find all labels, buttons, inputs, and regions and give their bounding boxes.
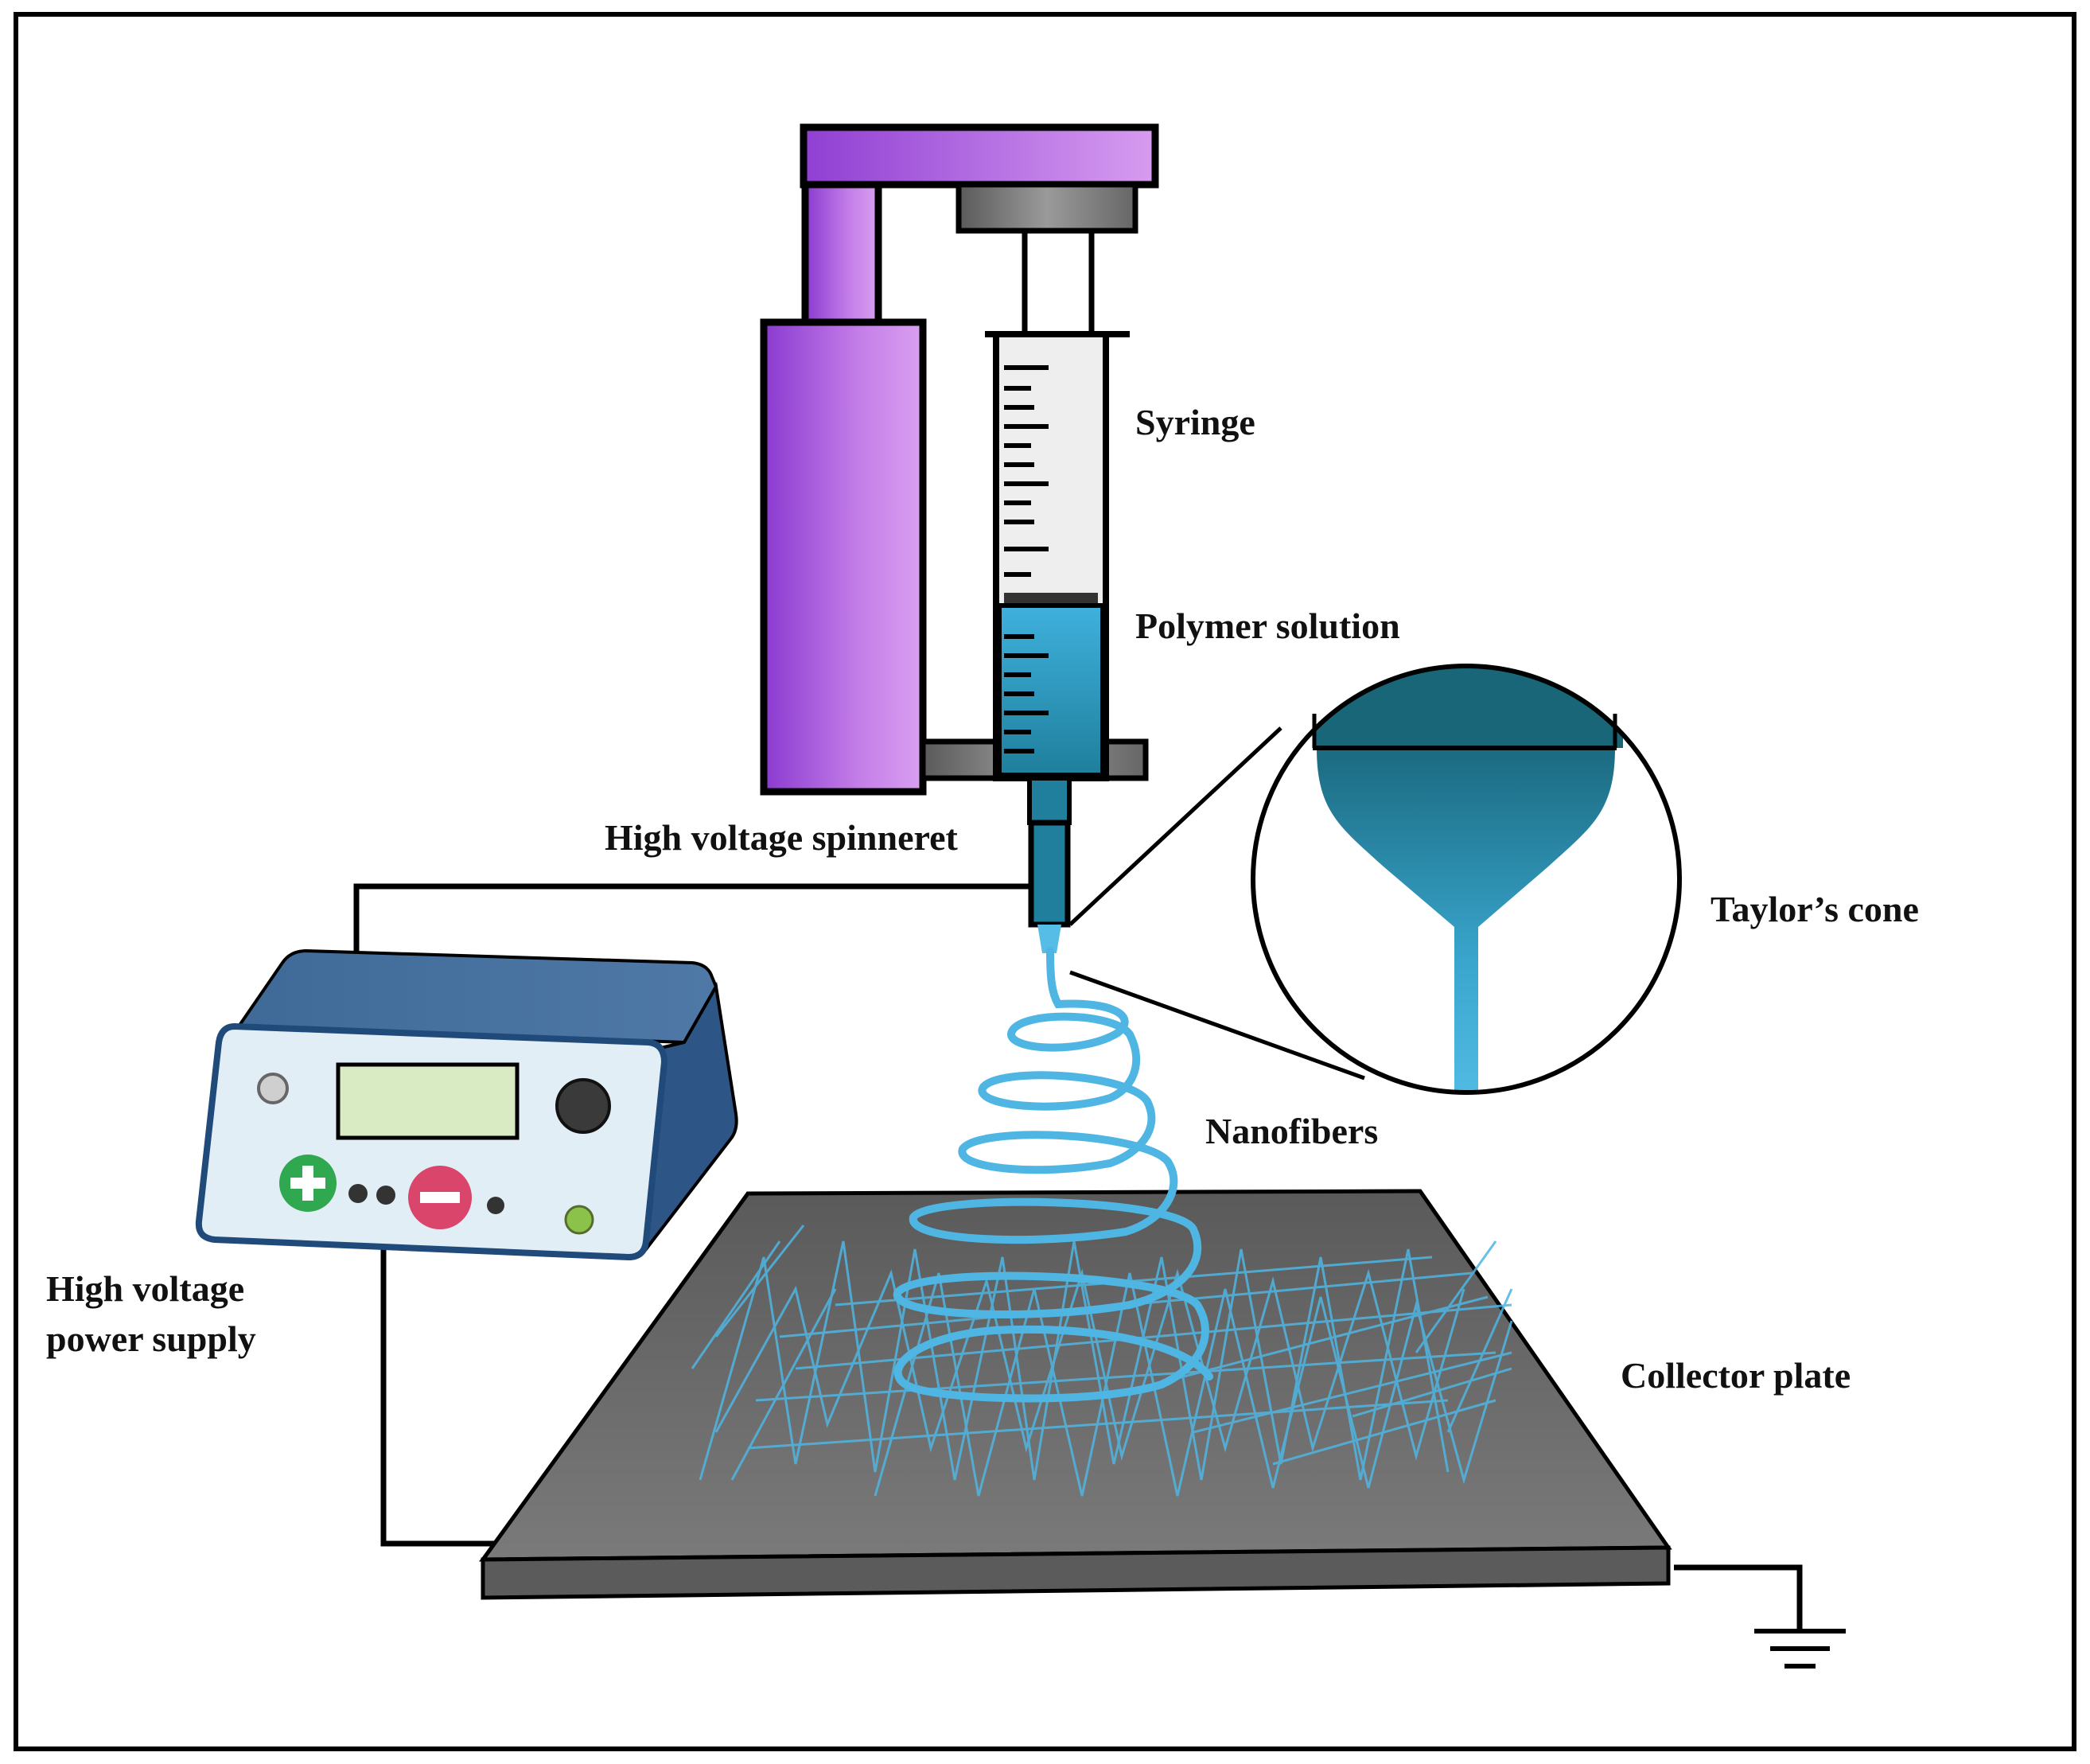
label-polymer-solution: Polymer solution (1135, 606, 1400, 646)
wires (353, 883, 1803, 1631)
polymer-solution-fill (997, 603, 1105, 777)
ground-icon (1754, 1629, 1846, 1669)
deposited-nanofibers (691, 1225, 1513, 1497)
lcd-display (336, 1062, 520, 1140)
label-nanofibers: Nanofibers (1205, 1111, 1378, 1151)
nanofiber-jet (893, 947, 1213, 1403)
spinneret-needle (1028, 820, 1071, 928)
knob-icon (555, 1078, 611, 1134)
syringe (985, 231, 1130, 953)
taylor-cone-magnifier (1251, 664, 1682, 1095)
plus-icon (279, 1155, 337, 1212)
label-collector-plate: Collector plate (1621, 1355, 1851, 1396)
label-power-supply-line2: power supply (46, 1318, 256, 1359)
label-power-supply-line1: High voltage (46, 1268, 244, 1309)
label-spinneret: High voltage spinneret (605, 817, 959, 858)
high-voltage-power-supply (195, 948, 738, 1261)
label-taylor-cone: Taylor’s cone (1711, 889, 1919, 929)
minus-icon (408, 1166, 472, 1229)
label-syringe: Syringe (1135, 402, 1255, 442)
